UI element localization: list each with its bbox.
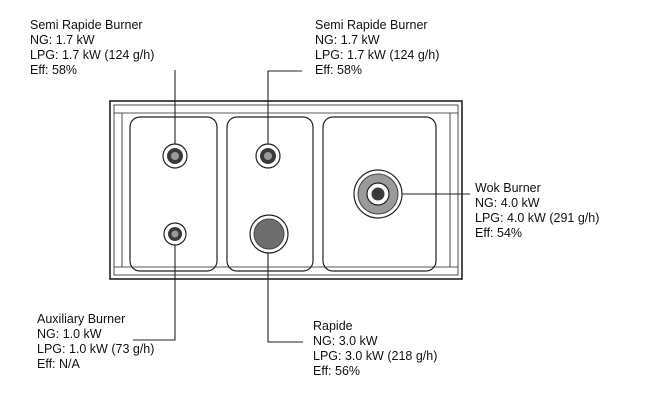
- burner-eff: Eff: 54%: [475, 226, 523, 240]
- burner-lpg: LPG: 1.0 kW (73 g/h): [37, 342, 155, 356]
- leader-aux: [133, 234, 176, 341]
- label-auxiliary: Auxiliary Burner NG: 1.0 kW LPG: 1.0 kW …: [37, 312, 154, 372]
- semi-rapid-burner-left: [162, 143, 188, 169]
- burner-lpg: LPG: 1.7 kW (124 g/h): [30, 48, 155, 62]
- burner-ng: NG: 1.7 kW: [315, 33, 380, 47]
- burner-ng: NG: 1.0 kW: [37, 327, 102, 341]
- burner-title: Semi Rapide Burner: [315, 18, 428, 32]
- leader-rapid: [267, 234, 303, 343]
- rapid-burner: [249, 214, 289, 254]
- label-semi-rapid-right: Semi Rapide Burner NG: 1.7 kW LPG: 1.7 k…: [315, 18, 439, 78]
- burner-title: Auxiliary Burner: [37, 312, 126, 326]
- label-rapid: Rapide NG: 3.0 kW LPG: 3.0 kW (218 g/h) …: [313, 319, 437, 379]
- burner-ng: NG: 4.0 kW: [475, 196, 540, 210]
- auxiliary-burner: [163, 222, 187, 246]
- label-semi-rapid-left: Semi Rapide Burner NG: 1.7 kW LPG: 1.7 k…: [30, 18, 154, 78]
- burner-ng: NG: 3.0 kW: [313, 334, 378, 348]
- leader-lines: [133, 70, 470, 343]
- semi-rapid-burner-right: [255, 143, 281, 169]
- burner-lpg: LPG: 1.7 kW (124 g/h): [315, 48, 440, 62]
- burner-title: Rapide: [313, 319, 353, 333]
- burner-eff: Eff: 58%: [30, 63, 78, 77]
- burner-ng: NG: 1.7 kW: [30, 33, 95, 47]
- burner-eff: Eff: 56%: [313, 364, 361, 378]
- burner-lpg: LPG: 4.0 kW (291 g/h): [475, 211, 600, 225]
- label-wok: Wok Burner NG: 4.0 kW LPG: 4.0 kW (291 g…: [475, 181, 599, 241]
- burner-eff: Eff: 58%: [315, 63, 363, 77]
- burner-eff: Eff: N/A: [37, 357, 80, 371]
- basin-middle: [226, 116, 314, 272]
- burner-title: Semi Rapide Burner: [30, 18, 143, 32]
- basin-left: [129, 116, 218, 272]
- hob-frame: [109, 100, 463, 280]
- burner-lpg: LPG: 3.0 kW (218 g/h): [313, 349, 438, 363]
- burner-title: Wok Burner: [475, 181, 541, 195]
- wok-burner: [353, 169, 403, 219]
- leader-semi-right: [267, 70, 302, 155]
